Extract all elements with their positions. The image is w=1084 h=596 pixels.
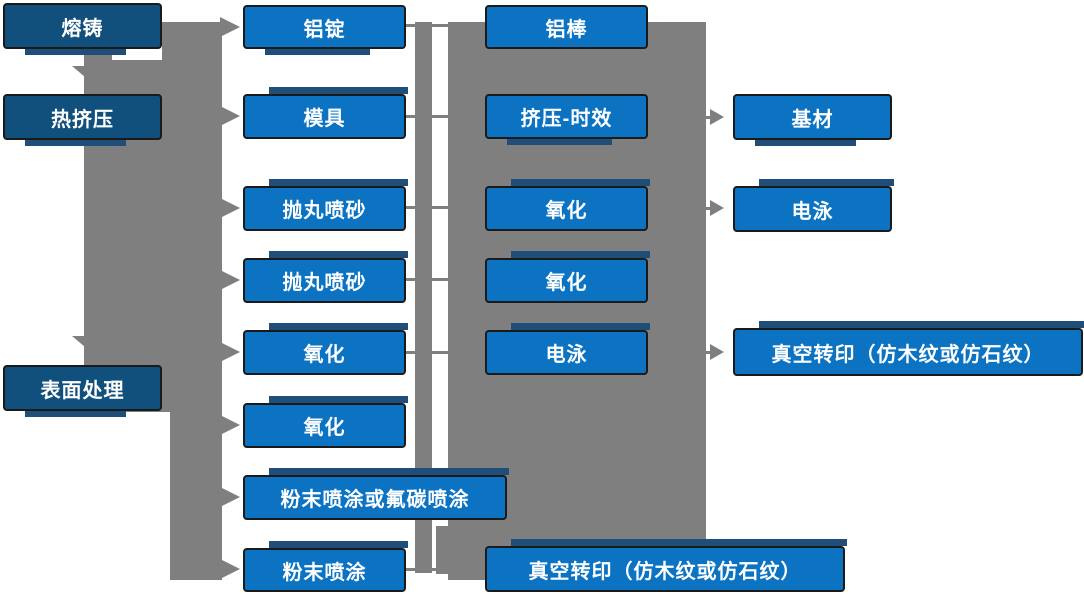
node-yanghua2a: 氧化: [243, 323, 408, 375]
node-rongzhu: 熔铸: [3, 3, 162, 55]
node-fenmofutan: 粉末喷涂或氟碳喷涂: [243, 468, 509, 520]
connector: [698, 207, 712, 210]
connector: [406, 24, 450, 27]
connector: [84, 52, 112, 68]
arrow-right-icon: [220, 270, 240, 290]
connector: [406, 206, 450, 209]
node-paowan2: 抛丸喷砂: [243, 251, 408, 303]
node-muju: 模具: [243, 87, 408, 139]
node-dianyong3: 电泳: [485, 323, 650, 375]
connector: [415, 22, 432, 573]
connector: [406, 351, 450, 354]
connector: [170, 22, 222, 580]
arrow-right-icon: [710, 344, 724, 360]
arrow-right-icon: [220, 17, 240, 37]
connector: [698, 351, 712, 354]
node-lvding: 铝锭: [243, 5, 406, 55]
connector: [162, 387, 172, 390]
node-jiya: 挤压-时效: [485, 94, 648, 145]
connector: [406, 115, 450, 118]
arrow-right-icon: [220, 342, 240, 362]
node-yanghua3b: 氧化: [485, 251, 650, 303]
node-biaomian: 表面处理: [3, 365, 162, 417]
arrow-right-icon: [710, 200, 724, 216]
node-zhenkongB: 真空转印（仿木纹或仿石纹）: [485, 539, 847, 592]
connector: [436, 526, 450, 574]
connector: [406, 568, 486, 571]
arrow-right-icon: [220, 106, 240, 126]
node-lvbang: 铝棒: [485, 5, 648, 49]
node-paowan1: 抛丸喷砂: [243, 179, 408, 231]
connector: [162, 22, 172, 60]
arrow-right-icon: [220, 198, 240, 218]
node-dianyong4: 电泳: [733, 179, 894, 232]
arrow-right-icon: [710, 109, 724, 125]
arrow-down-icon: [72, 66, 124, 88]
node-fenmo: 粉末喷涂: [243, 541, 408, 592]
connector: [406, 278, 450, 281]
arrow-right-icon: [220, 559, 240, 579]
arrow-right-icon: [220, 415, 240, 435]
node-yanghua2b: 氧化: [243, 396, 408, 448]
node-jicai: 基材: [733, 94, 892, 146]
arrow-right-icon: [220, 487, 240, 507]
connector: [698, 116, 712, 119]
node-yanghua3a: 氧化: [485, 179, 650, 231]
arrow-down-icon: [72, 336, 124, 358]
node-rejiya: 热挤压: [3, 94, 162, 146]
node-zhenkongR: 真空转印（仿木纹或仿石纹）: [733, 321, 1084, 376]
